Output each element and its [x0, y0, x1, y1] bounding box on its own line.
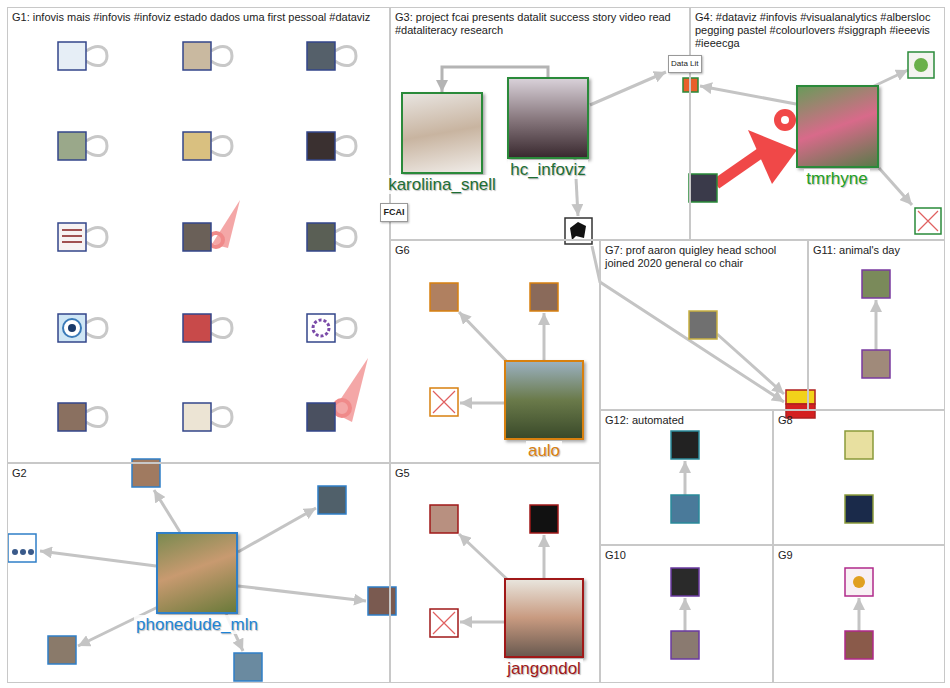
user-label: tmrhyne [804, 169, 869, 188]
user-node: hc_infoviz [506, 77, 590, 179]
group-box: G10 [600, 545, 773, 683]
user-label: karoliina_snell [386, 175, 498, 194]
group-box: G8 [773, 410, 945, 545]
user-label: hc_infoviz [508, 160, 588, 179]
user-node: phonedude_mln [133, 532, 261, 634]
user-label: phonedude_mln [134, 615, 260, 634]
g1-avatars [58, 42, 335, 431]
red-edge [716, 109, 797, 184]
user-avatar [507, 77, 589, 159]
group-box: G4: #dataviz #infovis #visualanalytics #… [690, 7, 945, 240]
user-node: karoliina_snell [385, 92, 499, 194]
user-label: jangondol [505, 659, 583, 678]
group-box: G11: animal's day [808, 240, 945, 410]
group-box: G12: automated [600, 410, 773, 545]
red-self-loops [209, 200, 368, 422]
user-node: tmrhyne [795, 85, 880, 188]
user-avatar [796, 85, 879, 168]
group-heading: G7: prof aaron quigley head school joine… [601, 241, 807, 270]
group-heading: G4: #dataviz #infovis #visualanalytics #… [691, 8, 944, 50]
self-loops [86, 46, 356, 426]
group-box: G7: prof aaron quigley head school joine… [600, 240, 808, 410]
group-heading: G6 [391, 241, 599, 257]
group-heading: G8 [774, 411, 944, 427]
user-node: aulo [503, 360, 585, 460]
avatar-details [62, 230, 329, 337]
user-avatar [401, 92, 483, 174]
group-heading: G5 [391, 464, 599, 480]
group-heading: G2 [8, 464, 389, 480]
logo-label: FCAI [380, 203, 408, 222]
gray-edges [40, 70, 912, 651]
group-box: G2 phonedude_mln [7, 463, 390, 683]
group-heading: G11: animal's day [809, 241, 944, 257]
user-avatar [504, 360, 584, 440]
group-heading: G3: project fcai presents datalit succes… [391, 8, 689, 37]
group-box: G9 [773, 545, 945, 683]
group-box: G1: infovis mais #infovis #infoviz estad… [7, 7, 390, 463]
group-box: G6 aulo [390, 240, 600, 463]
user-node: jangondol [503, 578, 585, 678]
group-heading: G10 [601, 546, 772, 562]
other-avatars [8, 52, 941, 681]
group-heading: G12: automated [601, 411, 772, 427]
user-avatar [156, 532, 238, 614]
group-box: G5 jangondol [390, 463, 600, 683]
group-heading: G9 [774, 546, 944, 562]
logo-label: Data Lit [668, 55, 702, 73]
user-label: aulo [526, 441, 562, 460]
user-avatar [504, 578, 584, 658]
group-box: G3: project fcai presents datalit succes… [390, 7, 690, 240]
group-heading: G1: infovis mais #infovis #infoviz estad… [8, 8, 389, 24]
